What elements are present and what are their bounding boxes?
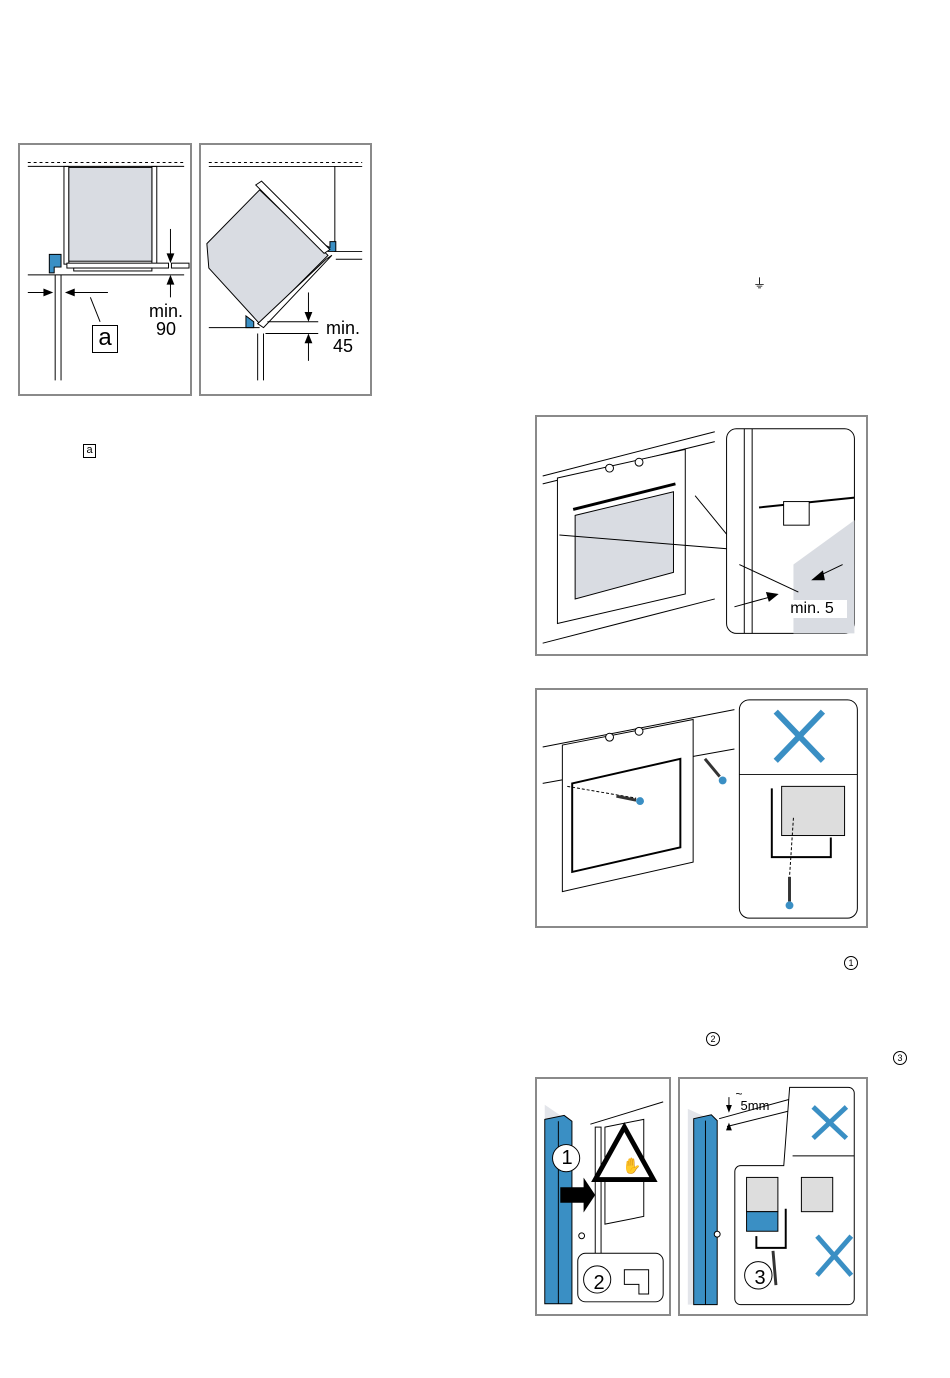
- figure-4-trim-strip-drill: ✋ 1 2: [535, 1077, 671, 1316]
- step-1-label: 1: [561, 1147, 573, 1169]
- step-2-marker: 2: [706, 1032, 720, 1046]
- figure-2-oven-gap: min. 5: [535, 415, 868, 656]
- step-3-marker: 3: [893, 1051, 907, 1065]
- dimension-90: 90: [155, 319, 177, 339]
- figure-3-screw-fixing: [535, 688, 868, 928]
- oven-gap-illustration: [542, 428, 855, 644]
- gap-5mm-label: 5mm: [740, 1098, 770, 1113]
- step-2-label: 2: [593, 1272, 605, 1294]
- approx-symbol: ~: [735, 1087, 743, 1101]
- min-label: min.: [148, 301, 183, 321]
- svg-text:✋: ✋: [622, 1156, 641, 1175]
- figure-4-trim-strip-screw: ~ 5mm 3: [678, 1077, 868, 1316]
- label-a-callout: a: [92, 325, 118, 353]
- min-5-label: min. 5: [777, 600, 847, 618]
- cabinet-cross-section-illustration: [27, 162, 190, 381]
- trim-strip-screw-illustration: [687, 1086, 855, 1306]
- key-a-symbol: a: [83, 444, 96, 458]
- step-3-label: 3: [754, 1267, 766, 1289]
- dimension-45: 45: [332, 336, 354, 356]
- min-label: min.: [325, 318, 360, 338]
- figure-1-niche-ventilation: a min. 90: [18, 143, 192, 396]
- screw-fixing-illustration: [542, 699, 858, 919]
- trim-strip-illustration: ✋: [544, 1101, 664, 1305]
- tilted-appliance-illustration: [206, 162, 363, 381]
- earth-symbol-icon: ⏚: [753, 276, 767, 291]
- figure-1-tilt-clearance: min. 45: [199, 143, 372, 396]
- step-1-marker: 1: [844, 956, 858, 970]
